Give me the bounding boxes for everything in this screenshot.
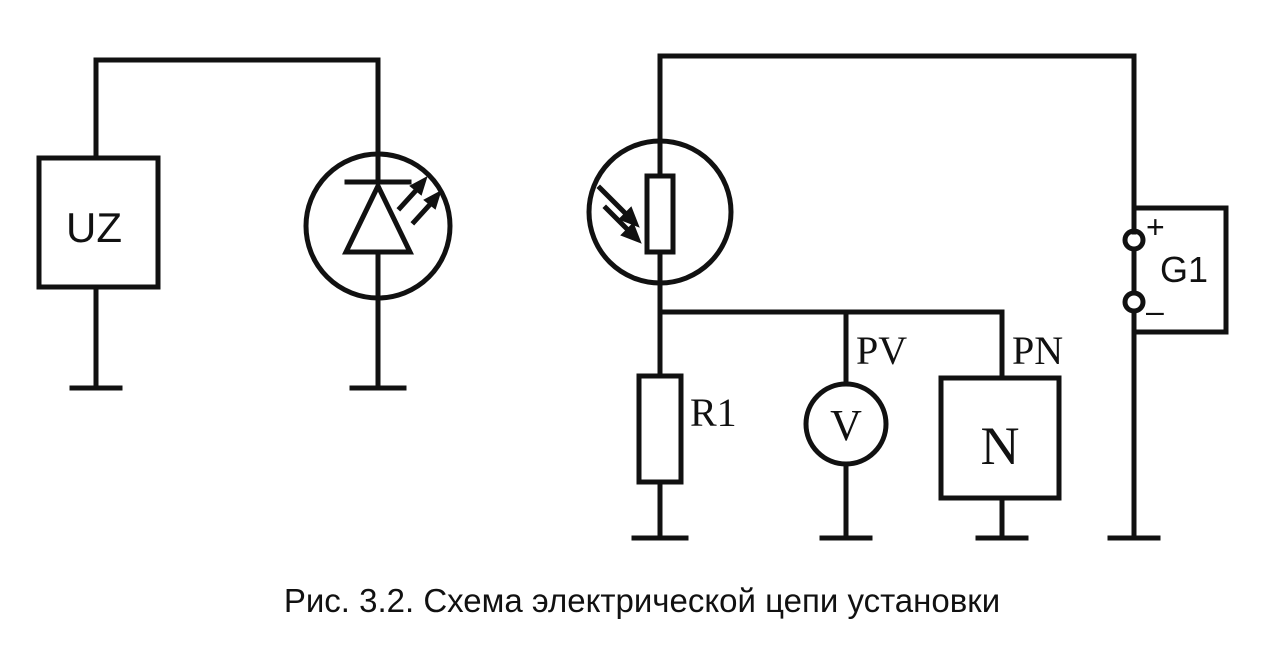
source-plus-label: + <box>1146 209 1165 245</box>
meter-ref-label: PN <box>1012 328 1063 373</box>
wire-uz-led-top <box>93 57 381 161</box>
left-circuit: UZ <box>36 57 453 391</box>
led-icon <box>303 125 453 301</box>
resistor-r1-label: R1 <box>690 390 737 435</box>
photoresistor-icon <box>586 138 734 286</box>
figure-caption: Рис. 3.2. Схема электрической цепи устан… <box>283 582 1001 619</box>
source-g1-label: G1 <box>1160 249 1208 290</box>
wire-top-photoresistor-g1 <box>657 53 1137 235</box>
rectifier-uz-label: UZ <box>66 204 122 251</box>
voltmeter-symbol-label: V <box>830 401 862 450</box>
wire-branch-pv-pn <box>657 309 1005 381</box>
right-circuit: R1 PV V PN N + G1 – <box>586 53 1229 541</box>
source-g1 <box>1122 205 1229 335</box>
resistor-r1 <box>636 373 684 485</box>
source-minus-label: – <box>1146 293 1164 329</box>
voltmeter-ref-label: PV <box>856 328 907 373</box>
meter-symbol-label: N <box>981 416 1020 476</box>
